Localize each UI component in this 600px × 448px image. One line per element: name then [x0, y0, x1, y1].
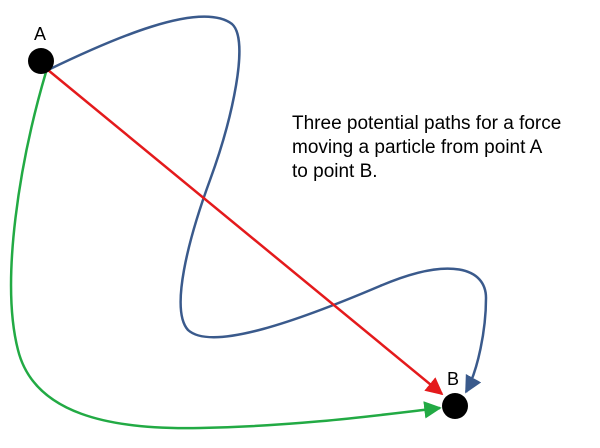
- diagram-caption: Three potential paths for a force moving…: [292, 112, 597, 184]
- red-path: [47, 69, 444, 396]
- caption-line-1: Three potential paths for a force: [292, 113, 562, 134]
- point-b: [442, 393, 468, 419]
- point-b-label: B: [447, 369, 459, 389]
- point-a-label: A: [34, 24, 46, 44]
- point-a: [28, 48, 54, 74]
- blue-path: [47, 15, 488, 394]
- green-path: [9, 71, 442, 430]
- caption-line-2: moving a particle from point A: [292, 137, 543, 158]
- caption-line-3: to point B.: [292, 161, 378, 182]
